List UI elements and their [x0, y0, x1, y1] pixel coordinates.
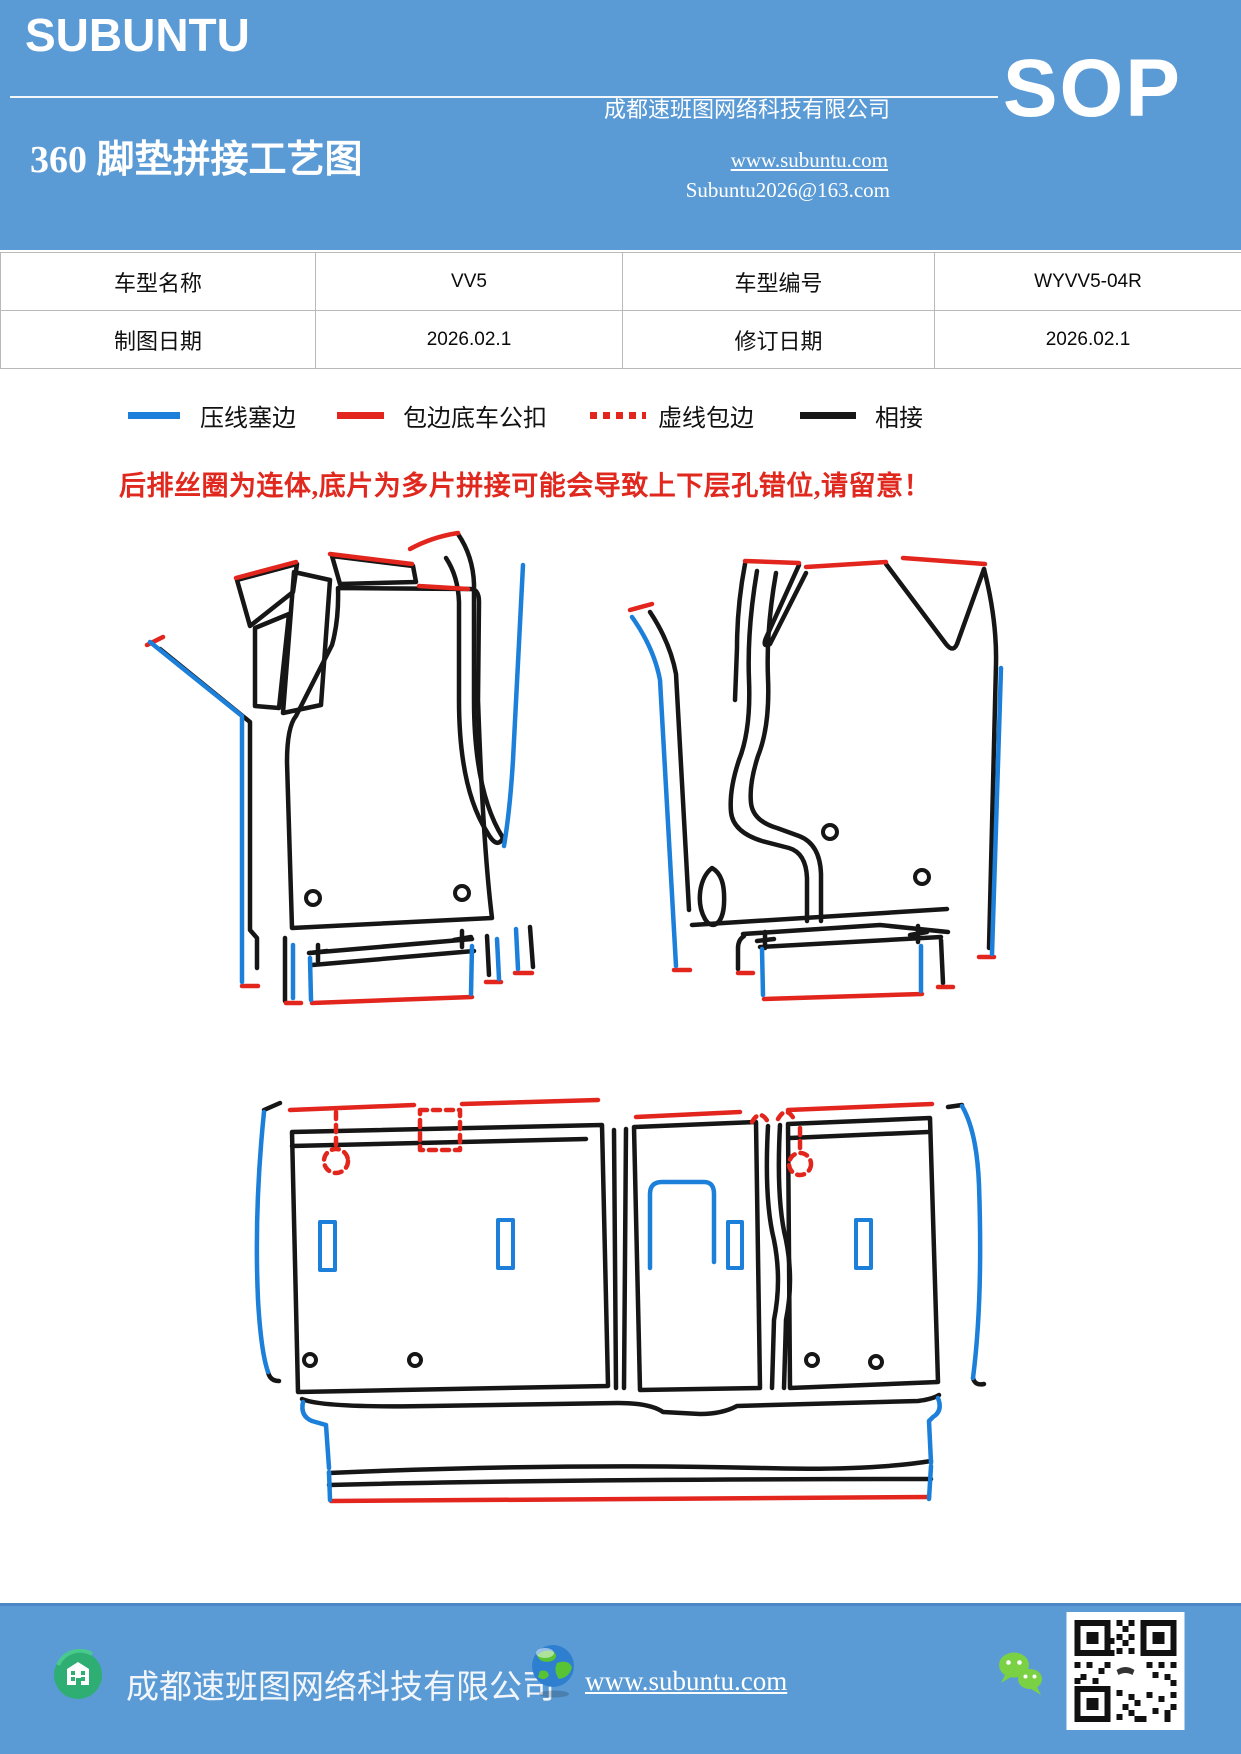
warning-note: 后排丝圈为连体,底片为多片拼接可能会导致上下层孔错位,请留意！ — [119, 471, 931, 501]
mat-fixing-hole — [804, 1352, 820, 1368]
vehicle-info-table: 车型名称 VV5 车型编号 WYVV5-04R 制图日期 2026.02.1 修… — [0, 252, 1241, 369]
footer-website-link[interactable]: www.subuntu.com — [585, 1666, 788, 1696]
sop-badge: SOP — [1002, 43, 1182, 134]
company-building-icon — [54, 1649, 102, 1699]
line-legend: 压线塞边 包边底车公扣 虚线包边 相接 — [0, 398, 1241, 434]
legend-label: 压线塞边 — [200, 406, 296, 432]
legend-label: 相接 — [875, 406, 923, 432]
mat-slot — [318, 1220, 337, 1272]
revise-date-value: 2026.02.1 — [934, 310, 1241, 369]
front-left-mat-outline — [144, 530, 536, 1006]
mat-fixing-hole — [821, 823, 839, 841]
wechat-icon — [999, 1652, 1042, 1695]
mat-slot — [726, 1220, 744, 1270]
header-band: SUBUNTU 360 脚垫拼接工艺图 成都速班图网络科技有限公司 www.su… — [0, 0, 1241, 250]
legend-label: 包边底车公扣 — [403, 406, 547, 432]
center-hump — [647, 1179, 717, 1271]
mat-fixing-hole — [453, 884, 471, 902]
model-code-label: 车型编号 — [622, 252, 935, 311]
model-name-label: 车型名称 — [0, 252, 316, 311]
mat-fixing-hole — [868, 1354, 884, 1370]
legend-label: 虚线包边 — [658, 406, 754, 432]
mat-slot — [496, 1218, 515, 1270]
model-name-value: VV5 — [315, 252, 623, 311]
table-row: 制图日期 2026.02.1 修订日期 2026.02.1 — [0, 310, 1241, 369]
footer-company-name: 成都速班图网络科技有限公司 — [126, 1670, 555, 1706]
globe-icon — [532, 1645, 574, 1698]
teardrop-island — [697, 865, 727, 928]
rear-mat-outline — [254, 1097, 987, 1504]
header-divider — [10, 96, 998, 98]
table-row: 车型名称 VV5 车型编号 WYVV5-04R — [0, 252, 1241, 311]
mat-fixing-hole — [913, 868, 931, 886]
mat-fixing-hole — [407, 1352, 423, 1368]
dashed-red-markers — [321, 1107, 814, 1178]
header-website-link[interactable]: www.subuntu.com — [730, 148, 888, 172]
revise-date-label: 修订日期 — [622, 310, 935, 369]
header-email: Subuntu2026@163.com — [685, 178, 890, 202]
page-title: 360 脚垫拼接工艺图 — [30, 139, 363, 181]
mat-fixing-hole — [302, 1352, 318, 1368]
draw-date-value: 2026.02.1 — [315, 310, 623, 369]
red-dotted-line-swatch — [590, 412, 646, 419]
mat-fixing-hole — [304, 889, 322, 907]
draw-date-label: 制图日期 — [0, 310, 316, 369]
qr-code — [1066, 1612, 1185, 1730]
mat-splice-diagram — [144, 530, 1004, 1504]
header-company-name: 成都速班图网络科技有限公司 — [603, 97, 890, 122]
front-right-mat-outline — [627, 555, 1004, 1002]
mat-slot — [854, 1218, 873, 1270]
black-line-swatch — [800, 412, 856, 419]
brand-logo: SUBUNTU — [25, 9, 250, 61]
model-code-value: WYVV5-04R — [934, 252, 1241, 311]
red-line-swatch — [337, 412, 384, 419]
blue-line-swatch — [128, 412, 180, 419]
